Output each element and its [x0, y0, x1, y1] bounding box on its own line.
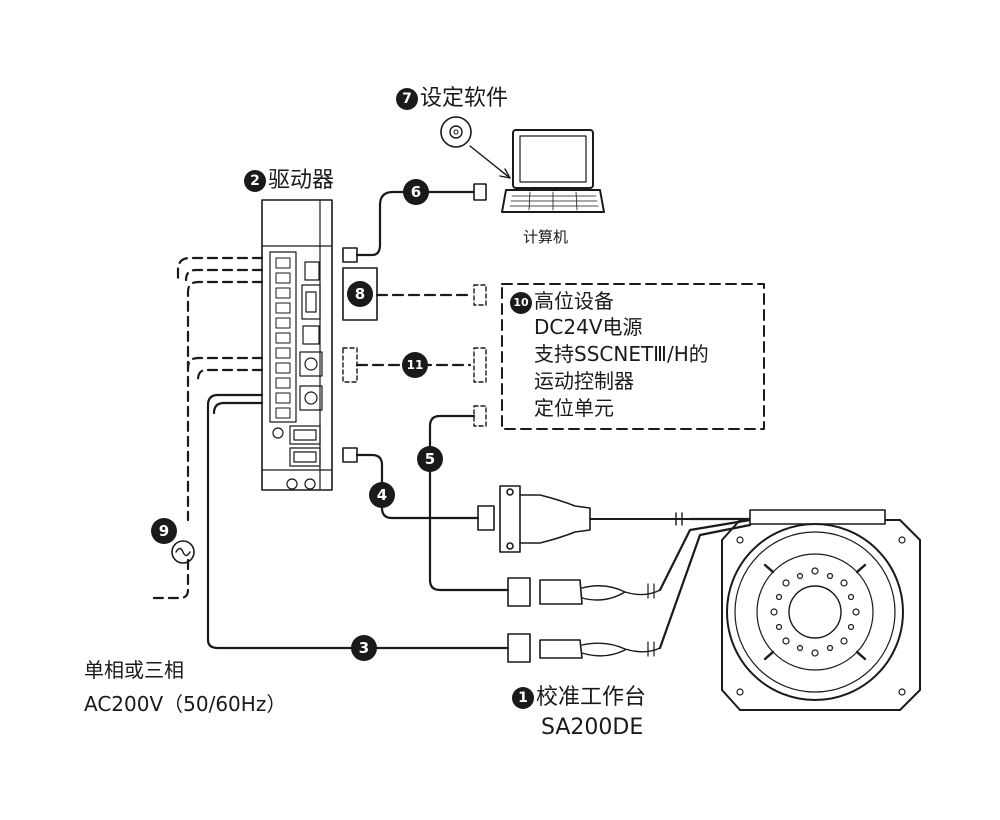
power-label-line2: AC200V（50/60Hz）: [84, 692, 287, 716]
item-number-badge: 7: [396, 88, 418, 110]
higher-device-item: 运动控制器: [534, 369, 634, 393]
item-number-badge: 1: [512, 687, 534, 709]
item-number-badge: 2: [244, 170, 266, 192]
rotary-table-icon: [721, 509, 921, 711]
cable-11-badge: 11: [402, 352, 428, 378]
cd-disc-icon: [440, 116, 472, 148]
higher-device-item: DC24V电源: [534, 315, 643, 339]
table-model-label: SA200DE: [541, 715, 644, 740]
cable-4-badge: 4: [369, 482, 395, 508]
computer-label: 计算机: [523, 228, 569, 246]
power-label-line1: 单相或三相: [84, 658, 184, 682]
higher-device-item: 支持SSCNETⅢ/H的: [534, 342, 709, 366]
ac-source-icon: [171, 540, 195, 564]
higher-device-list: DC24V电源 支持SSCNETⅢ/H的 运动控制器 定位单元: [534, 314, 709, 422]
higher-device-item: 定位单元: [534, 396, 614, 420]
cable-5-badge: 5: [417, 446, 443, 472]
power-9-badge: 9: [151, 518, 177, 544]
cable-3-badge: 3: [351, 635, 377, 661]
cable-6-badge: 6: [403, 179, 429, 205]
dsub-connector: [499, 485, 591, 553]
unit-8-badge: 8: [347, 281, 373, 307]
laptop-icon: [501, 129, 605, 213]
servo-driver-unit: [261, 199, 333, 491]
item-number-badge: 10: [510, 292, 532, 314]
